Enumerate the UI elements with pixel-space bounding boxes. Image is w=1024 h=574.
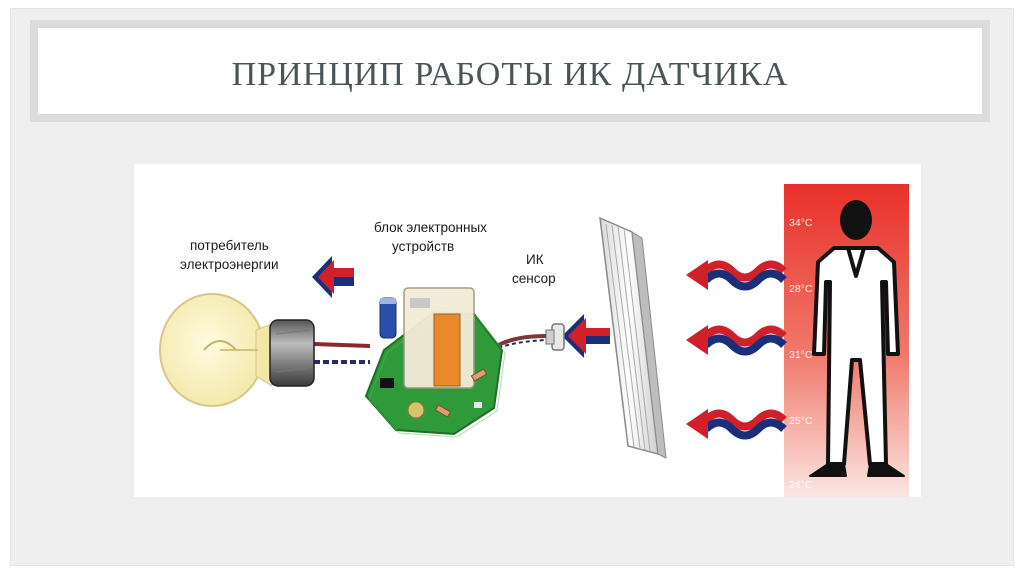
electronics-label: блок электронных устройств (374, 220, 491, 254)
sensor-label: ИК сенсор (512, 252, 556, 286)
person-icon (809, 200, 905, 477)
fresnel-lens-panel (599, 216, 667, 459)
page-title: ПРИНЦИП РАБОТЫ ИК ДАТЧИКА (231, 56, 789, 93)
temp-label: 25°C (789, 415, 813, 427)
temperature-scale: 34°C 28°C 31°C 25°C 24°C (789, 217, 813, 491)
temp-label: 34°C (789, 217, 813, 229)
heat-wave-arrow (686, 325, 787, 356)
temp-label: 31°C (789, 349, 813, 361)
ir-sensor-diagram: 34°C 28°C 31°C 25°C 24°C (134, 164, 921, 497)
bulb-cap (269, 319, 315, 387)
light-bulb-icon (159, 293, 315, 407)
slide: ПРИНЦИП РАБОТЫ ИК ДАТЧИКА (10, 8, 1014, 566)
temp-label: 28°C (789, 283, 813, 295)
output-arrow (312, 256, 354, 298)
temp-label: 24°C (789, 479, 813, 491)
heat-wave-arrow (686, 409, 787, 440)
consumer-label: потребитель электроэнергии (180, 238, 279, 272)
title-box: ПРИНЦИП РАБОТЫ ИК ДАТЧИКА (30, 20, 990, 122)
electronic-circuit-board (364, 287, 506, 438)
wire (313, 342, 371, 348)
signal-arrow (562, 314, 610, 358)
heat-wave-arrow (686, 260, 787, 291)
